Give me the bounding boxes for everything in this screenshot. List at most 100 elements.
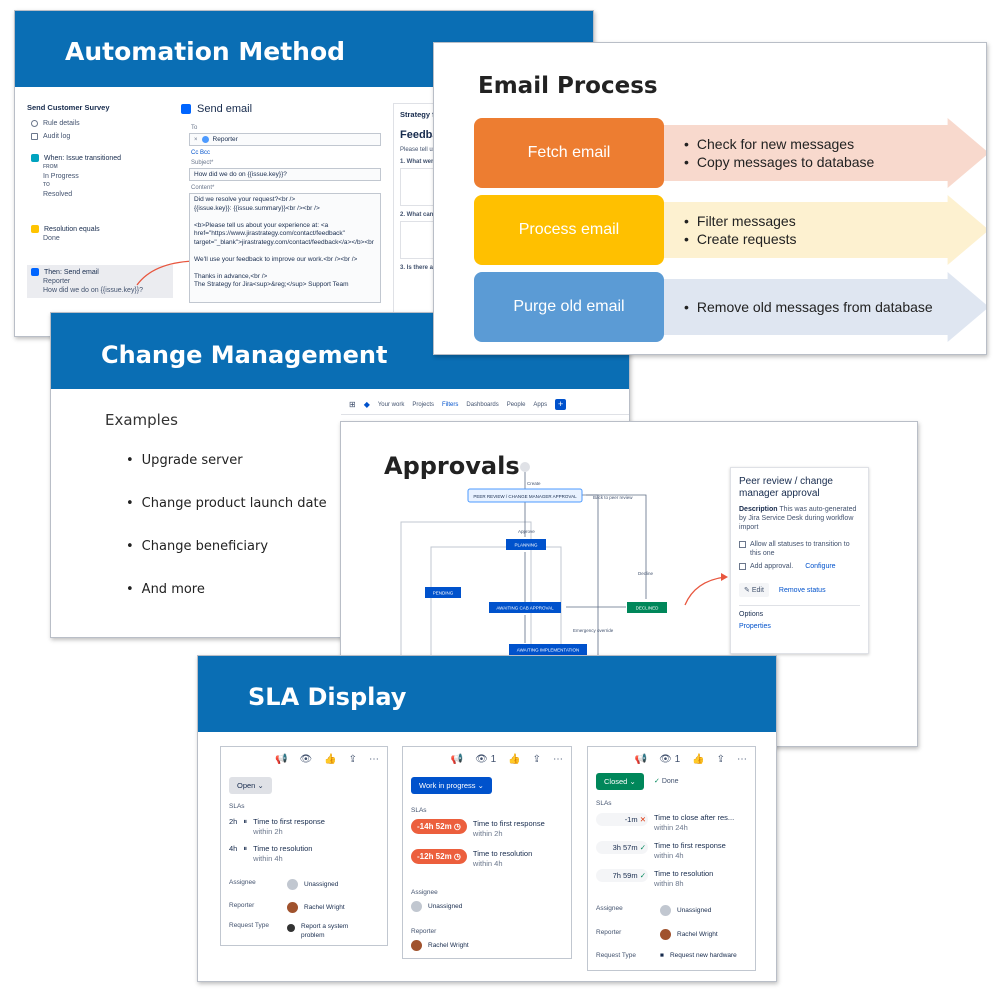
nav-projects[interactable]: Projects xyxy=(412,401,435,408)
workflow-node[interactable] xyxy=(425,587,461,598)
step-box: Process email xyxy=(474,195,664,265)
mail-icon xyxy=(181,104,191,114)
more-icon[interactable]: ⋯ xyxy=(553,754,563,765)
nav-people[interactable]: People xyxy=(506,401,526,408)
panel-title: Peer review / change manager approval xyxy=(739,476,833,499)
more-icon[interactable]: ⋯ xyxy=(737,754,747,765)
request-type-field: Request Type■Request new hardware xyxy=(596,952,737,959)
thumbs-up-icon[interactable]: 👍 xyxy=(324,754,337,765)
check-icon: ✓ xyxy=(639,871,646,880)
issue-card-in-progress: 📢 👁 1 👍 ⇪ ⋯ Work in progress ⌄ SLAs -14h… xyxy=(402,746,572,959)
nav-audit-log[interactable]: Audit log xyxy=(31,133,177,140)
lock-icon: ■ xyxy=(660,952,664,959)
content-field[interactable]: Did we resolve your request?<br /> {{iss… xyxy=(189,193,381,303)
megaphone-icon[interactable]: 📢 xyxy=(275,754,288,765)
properties-link[interactable]: Properties xyxy=(739,623,771,630)
edge-label: Back to peer review xyxy=(593,495,633,500)
workflow-node[interactable] xyxy=(509,644,587,655)
configure-link[interactable]: Configure xyxy=(805,563,836,570)
avatar xyxy=(660,929,671,940)
workflow-node[interactable] xyxy=(467,488,583,503)
remove-status-link[interactable]: Remove status xyxy=(778,586,826,594)
avatar xyxy=(660,905,671,916)
megaphone-icon[interactable]: 📢 xyxy=(634,754,648,765)
eye-icon[interactable]: 👁 xyxy=(299,754,313,765)
avatar xyxy=(287,879,298,890)
nav-dashboards[interactable]: Dashboards xyxy=(466,401,499,408)
create-button[interactable]: + xyxy=(555,399,567,410)
pointer-arrow xyxy=(684,573,728,606)
watchers-button[interactable]: 👁 1 xyxy=(659,754,681,765)
thumbs-up-icon[interactable]: 👍 xyxy=(508,754,521,765)
sla-breached-badge: -12h 52m ◷ xyxy=(411,849,467,864)
sla-value: -1m ✕ xyxy=(596,813,648,826)
subject-field[interactable]: How did we do on {{issue.key}}? xyxy=(189,168,381,181)
check-icon: ✓ xyxy=(654,778,660,785)
status-dropdown[interactable]: Closed ⌄ xyxy=(596,773,644,790)
more-icon[interactable]: ⋯ xyxy=(369,754,379,765)
jira-nav-bar: ⊞ ◆ Your work Projects Filters Dashboard… xyxy=(341,395,629,415)
check-icon: ✓ xyxy=(639,843,646,852)
process-step: Fetch email Check for new messages Copy … xyxy=(474,118,986,188)
allow-all-checkbox[interactable]: Allow all statuses to transition to this… xyxy=(739,540,860,558)
to-field[interactable]: × Reporter xyxy=(189,133,381,146)
issue-card-open: 📢 👁 👍 ⇪ ⋯ Open ⌄ SLAs 2h ⏸ Time to first… xyxy=(220,746,388,946)
nav-rule-details[interactable]: Rule details xyxy=(31,120,177,127)
rule-title: Send Customer Survey xyxy=(27,103,110,112)
avatar xyxy=(411,901,422,912)
sla-breached-badge: -14h 52m ◷ xyxy=(411,819,467,834)
watchers-button[interactable]: 👁 1 xyxy=(475,754,497,765)
sla-row: -1m ✕ Time to close after res...within 2… xyxy=(596,813,734,833)
checkbox-icon xyxy=(739,541,746,548)
edit-button[interactable]: ✎ Edit xyxy=(739,583,769,597)
trigger-step[interactable]: When: Issue transitioned FROM In Progres… xyxy=(27,154,177,199)
action-step[interactable]: Then: Send email Reporter How did we do … xyxy=(27,265,173,298)
nav-apps[interactable]: Apps xyxy=(533,401,548,408)
nav-your-work[interactable]: Your work xyxy=(377,401,405,408)
step-arrow xyxy=(644,118,986,188)
condition-step[interactable]: Resolution equals Done xyxy=(27,225,177,243)
edge-label: Decline xyxy=(638,571,654,576)
issue-card-closed: 📢 👁 1 👍 ⇪ ⋯ Closed ⌄ ✓ Done SLAs -1m ✕ T… xyxy=(587,746,756,971)
alert-icon xyxy=(287,924,295,932)
share-icon[interactable]: ⇪ xyxy=(716,754,725,765)
node-label: PLANNING xyxy=(514,543,538,548)
workflow-node[interactable] xyxy=(627,602,667,613)
nav-filters[interactable]: Filters xyxy=(442,401,459,408)
cc-bcc-link[interactable]: Cc Bcc xyxy=(191,150,211,156)
remove-icon[interactable]: × xyxy=(194,136,198,143)
thumbs-up-icon[interactable]: 👍 xyxy=(692,754,705,765)
workflow-node[interactable] xyxy=(506,539,546,550)
chevron-down-icon: ⌄ xyxy=(629,777,636,786)
apps-grid-icon[interactable]: ⊞ xyxy=(349,400,356,409)
add-approval-checkbox[interactable]: Add approval.Configure xyxy=(739,562,860,571)
status-dropdown[interactable]: Work in progress ⌄ xyxy=(411,777,492,794)
slide-sla-display: SLA Display 📢 👁 👍 ⇪ ⋯ Open ⌄ SLAs 2h ⏸ T… xyxy=(197,655,777,982)
list-item: Create requests xyxy=(684,231,797,247)
process-step: Purge old email Remove old messages from… xyxy=(474,272,986,342)
jira-logo-icon[interactable]: ◆ xyxy=(363,400,370,409)
user-icon xyxy=(201,136,209,143)
workflow-node[interactable] xyxy=(489,602,561,613)
mail-icon xyxy=(31,268,39,276)
node-label: AWAITING CAB APPROVAL xyxy=(496,606,554,611)
status-dropdown[interactable]: Open ⌄ xyxy=(229,777,272,794)
send-email-heading: Send email xyxy=(197,103,253,115)
chevron-down-icon: ⌄ xyxy=(477,781,484,790)
eye-icon: 👁 xyxy=(659,754,672,765)
share-icon[interactable]: ⇪ xyxy=(532,754,541,765)
list-item: Copy messages to database xyxy=(684,154,874,170)
share-icon[interactable]: ⇪ xyxy=(348,754,357,765)
megaphone-icon[interactable]: 📢 xyxy=(450,754,464,765)
